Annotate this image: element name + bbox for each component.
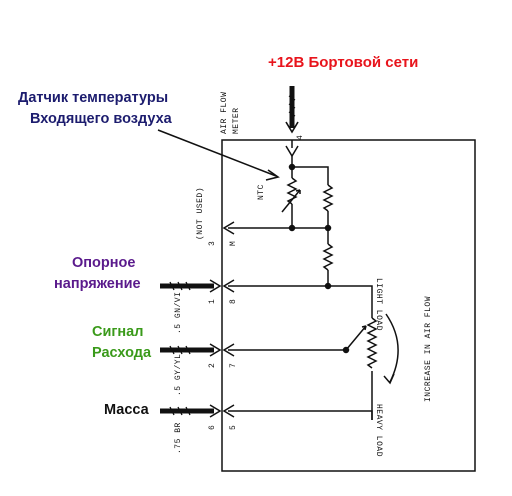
ref-label-line2: напряжение: [54, 276, 141, 292]
meter-name-line2: METER: [232, 107, 241, 134]
heavy-load-label: HEAVY LOAD: [374, 404, 383, 458]
sensor-label-line2: Входящего воздуха: [30, 111, 172, 127]
pin-top-number: 4: [296, 134, 305, 140]
pin1-right: 8: [229, 298, 238, 304]
meter-housing: [221, 139, 476, 472]
ntc-label: NTC: [257, 184, 266, 200]
pin1-left: 1: [208, 298, 217, 304]
ref-label-line1: Опорное: [72, 255, 136, 271]
signal-wire-code: .5 GY/YL: [174, 353, 183, 396]
resistor-lower: [322, 243, 334, 271]
ground-label: Масса: [104, 402, 149, 418]
pin3-right: M: [229, 240, 238, 246]
sensor-label-line1: Датчик температуры: [18, 90, 169, 106]
ref-wire-code: .5 GN/VI: [174, 291, 183, 334]
airflow-arrow: [385, 313, 399, 383]
power-label: +12В Бортовой сети: [268, 54, 419, 71]
light-load-label: LIGHT LOAD: [374, 278, 383, 332]
increase-airflow-label: INCREASE IN AIR FLOW: [424, 295, 433, 402]
ntc-thermistor: [286, 177, 298, 205]
signal-label-line2: Расхода: [92, 345, 152, 361]
pin6-right: 5: [229, 424, 238, 430]
sensor-pointer: [157, 129, 277, 177]
resistor-upper: [322, 184, 334, 212]
pin2-left: 2: [208, 362, 217, 368]
pin3-left: 3: [208, 240, 217, 246]
ground-wire-code: .75 BR: [174, 422, 183, 454]
meter-name-line1: AIR FLOW: [220, 91, 229, 134]
potentiometer: [366, 317, 378, 369]
pin2-right: 7: [229, 362, 238, 368]
pin6-left: 6: [208, 424, 217, 430]
signal-label-line1: Сигнал: [92, 324, 144, 340]
not-used-label: (NOT USED): [196, 186, 205, 240]
